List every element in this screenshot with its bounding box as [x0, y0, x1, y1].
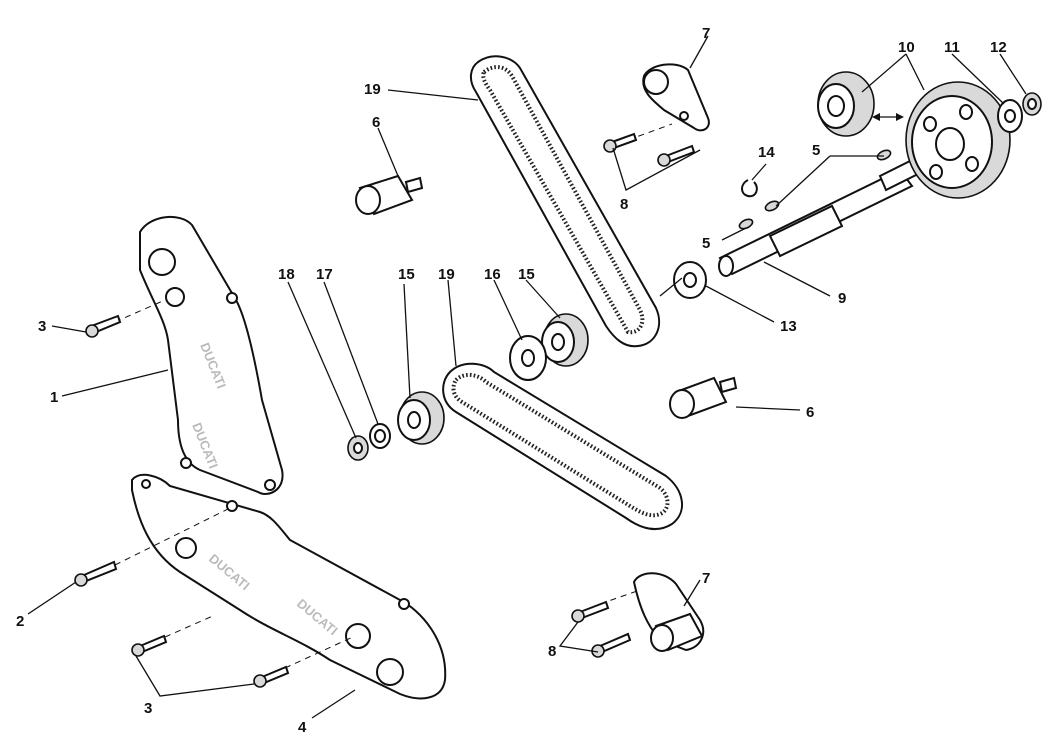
washer-13	[673, 261, 707, 299]
callout-label: 19	[364, 81, 381, 98]
screw-tensioner-upper-b	[657, 144, 696, 167]
key-upper	[876, 149, 892, 161]
callout-label: 15	[398, 266, 415, 283]
screw-lower-cover-b	[253, 635, 356, 688]
callout-label: 1	[50, 389, 58, 406]
callout-label: 11	[944, 39, 960, 56]
callout-label: 18	[278, 266, 295, 283]
callout-label: 2	[16, 613, 24, 630]
callout-label: 6	[806, 404, 814, 421]
screw-upper-cover	[85, 299, 166, 338]
washer-11	[997, 99, 1023, 133]
callout-label: 9	[838, 290, 846, 307]
screw-tensioner-lower-a	[571, 589, 641, 623]
screw-lower-cover-a	[131, 614, 216, 657]
callout-label: 8	[548, 643, 556, 660]
screw-tensioner-upper-a	[603, 123, 673, 153]
callout-label: 5	[812, 142, 820, 159]
callout-label: 19	[438, 266, 455, 283]
callout-label: 8	[620, 196, 628, 213]
ring-17	[369, 423, 391, 449]
callout-label: 10	[898, 39, 915, 56]
callout-label: 17	[316, 266, 333, 283]
tensioner-lower	[632, 572, 705, 652]
callout-labels: 1 2 3 3 4 5 5 6 6 7 7 8 8 9 10 11 12 13 …	[16, 25, 1007, 736]
callout-label: 12	[990, 39, 1007, 56]
lower-belt-cover: DUCATI DUCATI	[131, 473, 447, 700]
leader-lines	[27, 35, 1027, 719]
screw-tensioner-lower-b	[591, 632, 632, 658]
key-lower	[738, 218, 754, 230]
gear-large	[905, 81, 1011, 199]
tensioner-upper	[642, 63, 710, 132]
callout-label: 4	[298, 719, 307, 736]
shaft	[718, 158, 920, 277]
callout-label: 3	[144, 700, 152, 717]
callout-label: 7	[702, 25, 710, 42]
washer-16	[509, 335, 547, 381]
screw-lower-cover-long	[74, 507, 231, 587]
callout-label: 14	[758, 144, 775, 161]
upper-belt-cover: DUCATI DUCATI	[139, 215, 284, 495]
nut-12	[1022, 92, 1042, 116]
arrow-gear-mark	[872, 113, 904, 121]
circlip-14	[741, 179, 758, 198]
key-shaft	[764, 200, 780, 212]
callout-label: 16	[484, 266, 501, 283]
pulley-lower	[397, 391, 445, 445]
callout-label: 5	[702, 235, 710, 252]
gear-small	[817, 71, 875, 137]
nut-18	[347, 435, 369, 461]
callout-label: 6	[372, 114, 380, 131]
callout-label: 13	[780, 318, 797, 335]
timing-belt-lower	[442, 362, 684, 531]
callout-label: 15	[518, 266, 535, 283]
callout-label: 7	[702, 570, 710, 587]
callout-label: 3	[38, 318, 46, 335]
spacer-upper	[355, 174, 424, 216]
timing-belt-upper	[470, 55, 661, 348]
pulley-upper	[541, 313, 589, 367]
spacer-lower	[669, 376, 738, 419]
